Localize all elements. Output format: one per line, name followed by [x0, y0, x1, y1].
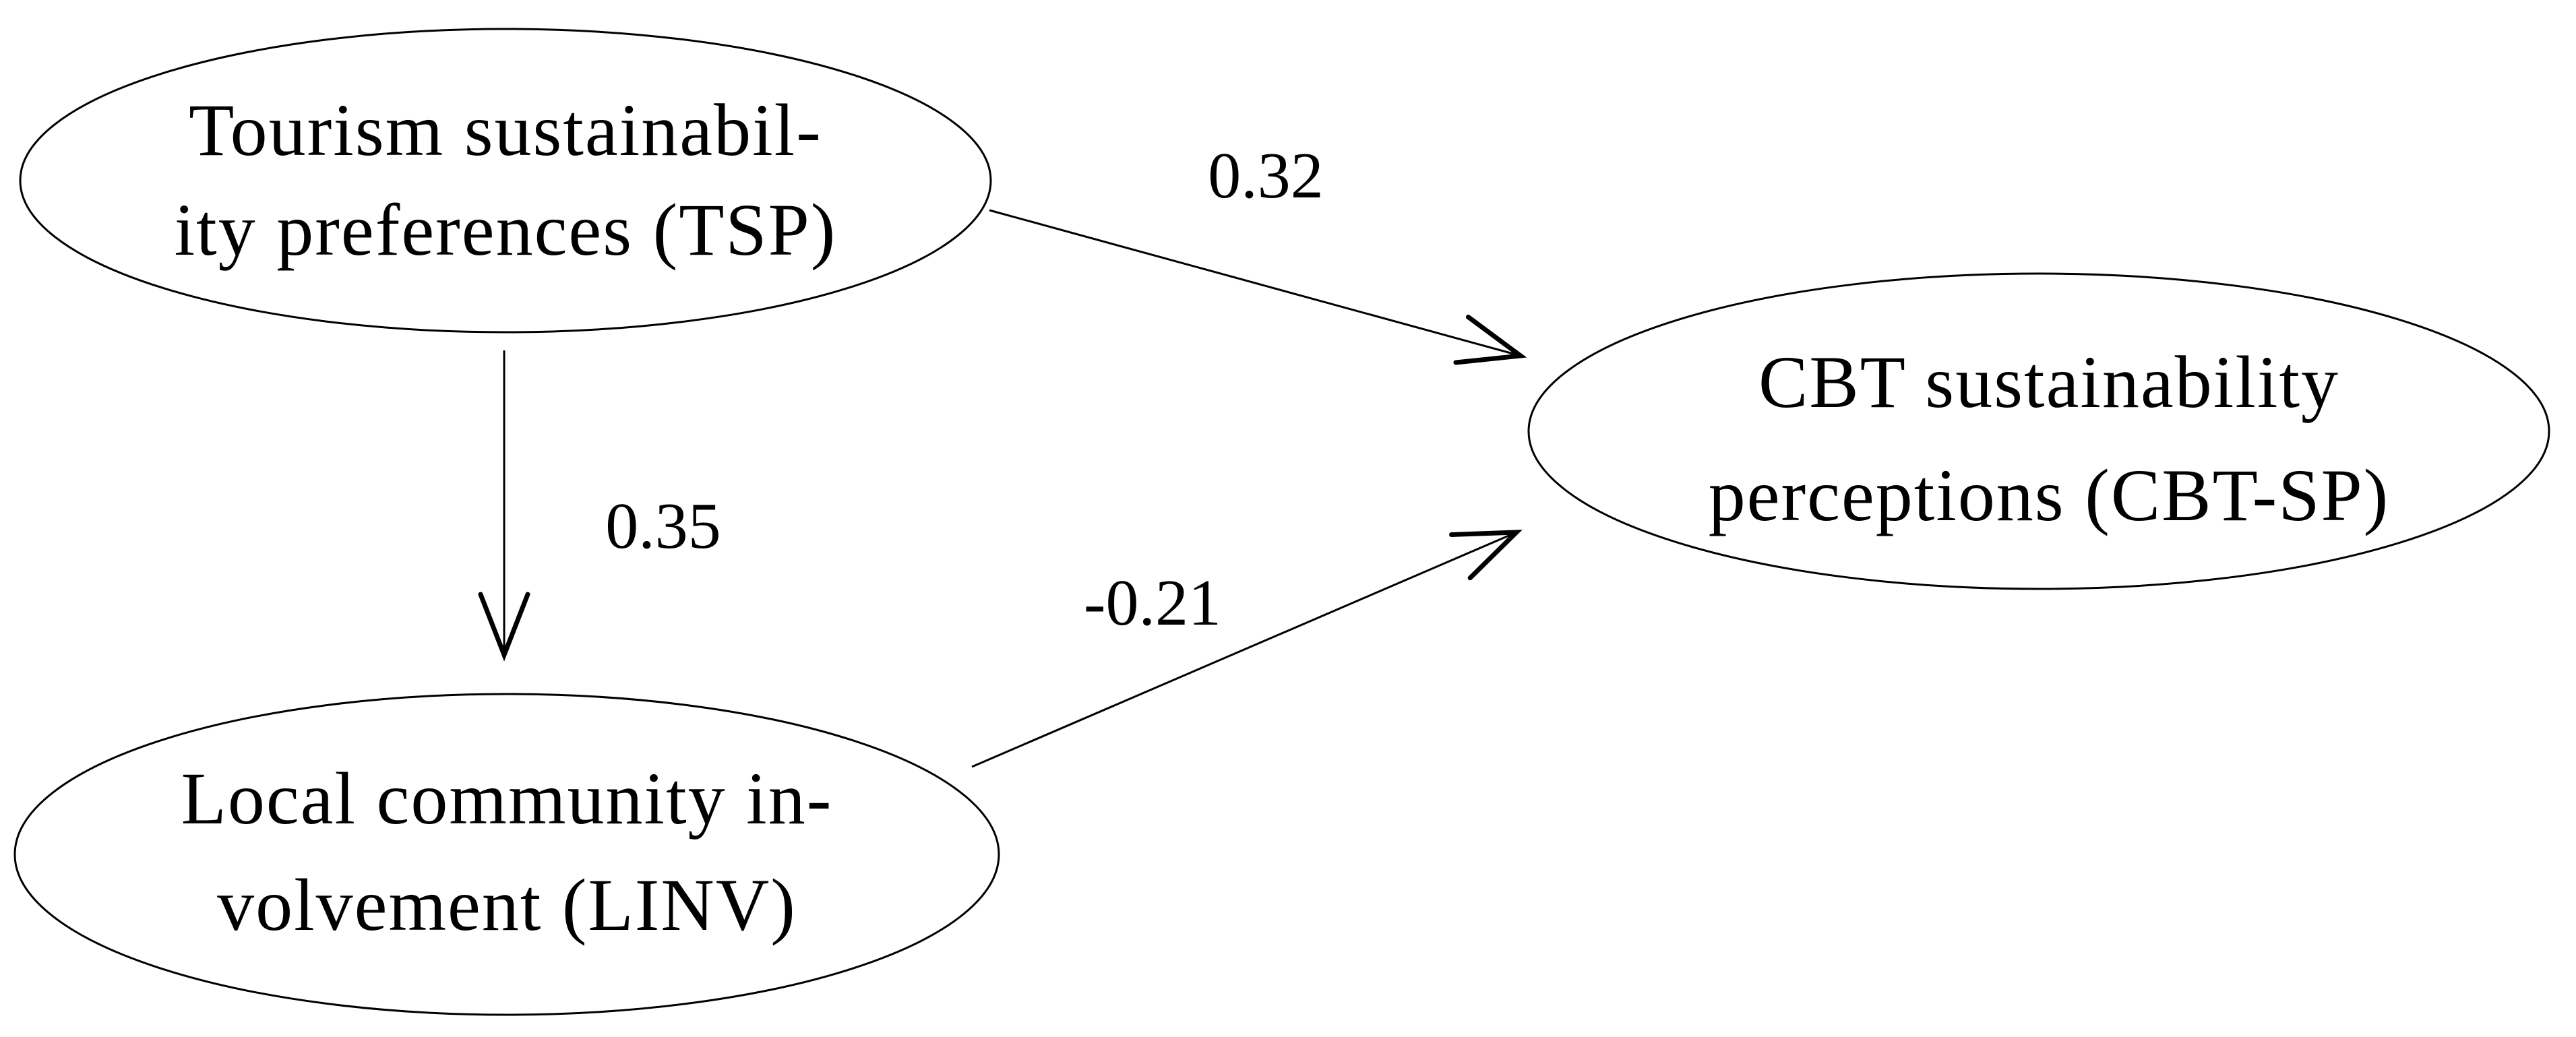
cbt-sp-label-line2: perceptions (CBT-SP) — [1709, 454, 2390, 536]
node-linv: Local community in- volvement (LINV) — [13, 693, 1000, 1016]
tsp-ellipse — [19, 28, 992, 334]
linv-label-line1: Local community in- — [181, 757, 833, 840]
cbt-sp-label-line1: CBT sustainability — [1758, 341, 2339, 423]
edge-tsp-to-linv: 0.35 — [478, 350, 721, 662]
path-coefficient-tsp-to-cbt-sp: 0.32 — [1208, 139, 1324, 212]
path-coefficient-linv-to-cbt-sp: -0.21 — [1084, 567, 1221, 639]
edge-linv-to-cbt-sp: -0.21 — [971, 530, 1523, 768]
tsp-label-line2: ity preferences (TSP) — [175, 189, 837, 271]
edge-tsp-to-cbt-sp-arrow — [989, 209, 1527, 365]
edge-linv-to-cbt-sp-arrow — [971, 530, 1523, 768]
linv-label-line2: volvement (LINV) — [217, 864, 797, 946]
tsp-label-line1: Tourism sustainabil- — [189, 89, 822, 171]
linv-ellipse — [13, 693, 1000, 1016]
cbt-sp-ellipse — [1527, 272, 2550, 590]
node-cbt-sp: CBT sustainability perceptions (CBT-SP) — [1527, 272, 2550, 590]
edge-tsp-to-cbt-sp: 0.32 — [989, 139, 1527, 365]
path-coefficient-tsp-to-linv: 0.35 — [605, 490, 721, 563]
node-tsp: Tourism sustainabil- ity preferences (TS… — [19, 28, 992, 334]
